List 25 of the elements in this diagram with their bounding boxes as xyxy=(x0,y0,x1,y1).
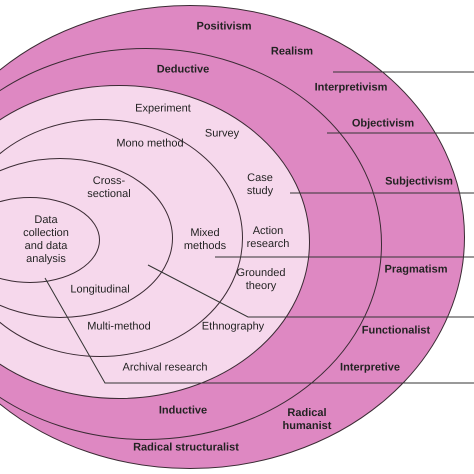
ring-label: Cross-sectional xyxy=(86,175,132,201)
ring-label: Mono method xyxy=(116,138,184,150)
ring-label: Interpretive xyxy=(340,362,400,374)
ring-label: Multi-method xyxy=(87,320,151,334)
ring-label: Functionalist xyxy=(362,324,430,338)
ring-label: Radical structuralist xyxy=(133,442,239,454)
ring-label: Pragmatism xyxy=(384,264,448,276)
ring-label: Positivism xyxy=(196,20,252,34)
ring-label: Realism xyxy=(270,46,314,58)
ring-label: Radical humanist xyxy=(282,407,332,433)
ring-label: Survey xyxy=(204,128,240,140)
ring-label: Objectivism xyxy=(352,118,414,130)
ring-label: Case study xyxy=(246,172,274,198)
ring-label: Action research xyxy=(246,225,290,251)
ring-label: Subjectivism xyxy=(385,176,453,188)
ring-label: Longitudinal xyxy=(70,284,130,296)
ring-label: Inductive xyxy=(158,404,208,418)
ring-label: Interpretivism xyxy=(314,82,388,94)
ring-label: Data collection and data analysis xyxy=(22,214,70,266)
ring-label: Experiment xyxy=(135,102,191,116)
ring-label: Grounded theory xyxy=(236,267,286,293)
ring-label: Mixed methods xyxy=(182,227,228,253)
ring-label: Ethnography xyxy=(202,320,264,334)
ring-label: Deductive xyxy=(156,64,210,76)
ring-label: Archival research xyxy=(122,362,208,374)
